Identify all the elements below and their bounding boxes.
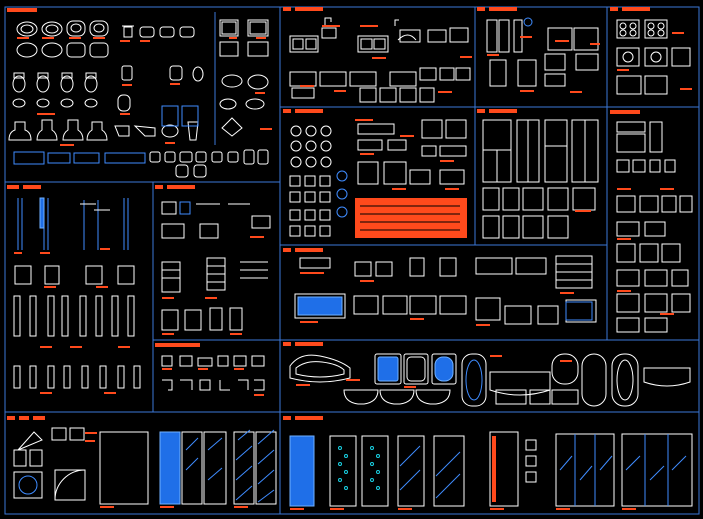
bathtubs-panel [289, 353, 691, 407]
towel-rack-icon [161, 201, 271, 331]
glass-doors-panel [289, 431, 693, 510]
toilet-icon [8, 72, 108, 141]
shower-head-icon [13, 197, 141, 389]
fridge-icon [482, 119, 599, 239]
washer-icon [616, 121, 693, 333]
cabinet-icon [486, 19, 599, 87]
door-icon [13, 427, 277, 505]
faucet-icon [357, 119, 467, 185]
bathtub-plan-icon [161, 19, 269, 137]
kitchen-sink-icon [289, 35, 435, 103]
showers-panel [13, 197, 141, 394]
tub-elevations-panel [294, 255, 597, 326]
sliding-door-icon [289, 431, 693, 507]
panel-frames [4, 6, 700, 515]
cabinets-panel [486, 17, 600, 93]
appliances-panel [616, 121, 693, 333]
bathroom-fittings-panel [289, 119, 467, 238]
drain-icon [355, 198, 467, 238]
shower-doors-panel [13, 427, 277, 508]
bathtub-icon [294, 255, 597, 325]
faucet-icon [321, 17, 471, 81]
panel-title-labels [7, 7, 650, 420]
towel-racks-panel [161, 201, 271, 335]
toilets-basins-panel [8, 19, 272, 178]
stoves-panel [616, 19, 692, 95]
bathtub-icon [289, 353, 691, 407]
basin-icon [16, 20, 109, 58]
valve-icon [161, 355, 265, 391]
sinks-panel [289, 17, 472, 103]
stove-icon [616, 19, 691, 95]
fittings-panel [161, 355, 265, 396]
fridges-panel [482, 119, 599, 239]
bidet-icon [114, 25, 204, 141]
